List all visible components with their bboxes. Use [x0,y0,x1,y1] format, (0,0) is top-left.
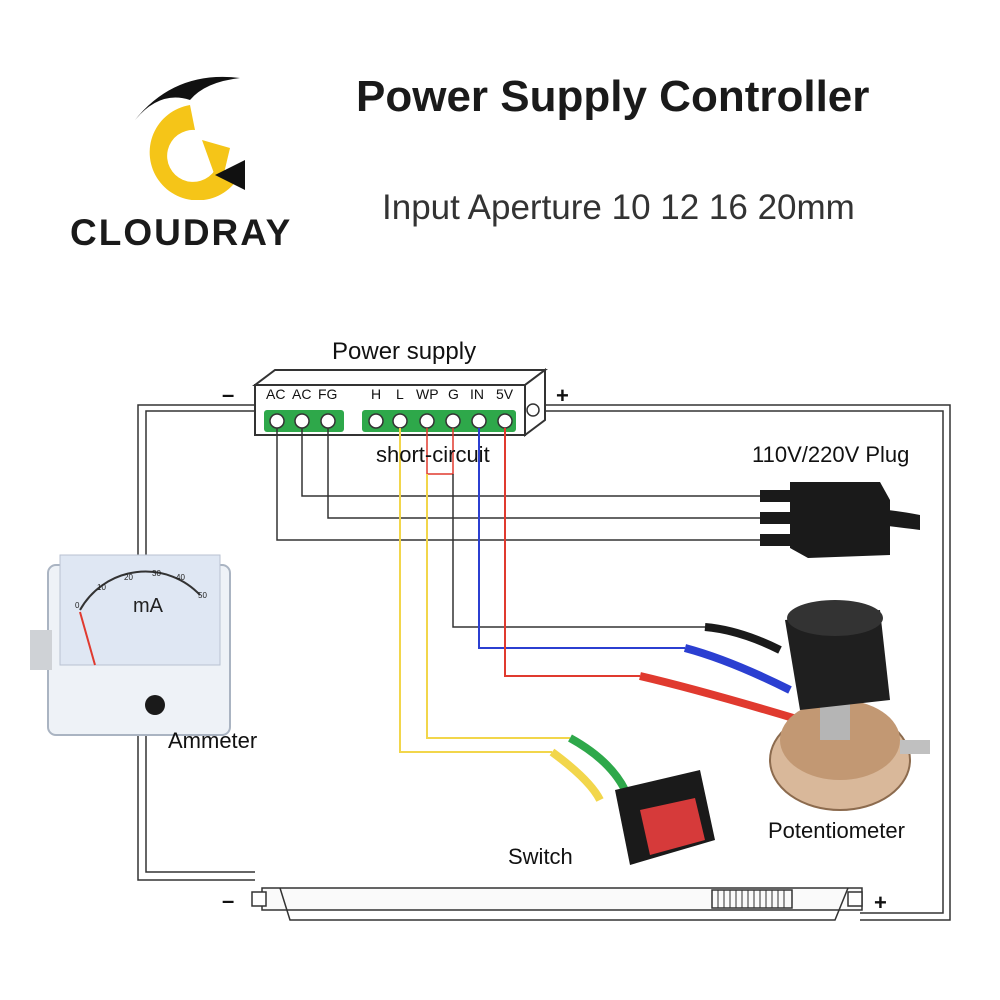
short-circuit-label: short-circuit [376,442,490,467]
scale-tick: 30 [152,569,161,578]
terminal-label-g: G [448,386,459,402]
ground-wire [452,474,705,628]
ps-minus-sign: – [222,382,235,407]
ammeter-unit: mA [133,595,164,617]
tube-plus-sign: + [874,890,887,915]
ammeter-scale: 0 10 20 30 40 50 [75,569,207,610]
tube-coil [717,890,785,908]
potentiometer-icon [639,600,930,811]
brand-name: CLOUDRAY [70,212,293,253]
scale-tick: 10 [97,583,106,592]
switch-icon [549,734,715,865]
switch-label: Switch [508,844,573,869]
terminal-screws [269,413,513,429]
scale-tick: 0 [75,601,80,610]
terminal-label-in: IN [470,386,484,402]
laser-tube-icon [251,887,863,921]
switch-wires [399,428,570,753]
svg-text:mA: mA [133,595,164,617]
in-wire [478,428,685,649]
terminal-label-5v: 5V [496,386,514,402]
terminal-label-wp: WP [416,386,439,402]
5v-wire [504,428,640,677]
cloudray-logo-icon [135,76,245,200]
terminal-label-ac1: AC [266,386,286,402]
terminal-label-h: H [371,386,382,402]
terminal-label-fg: FG [318,386,338,402]
page-subtitle: Input Aperture 10 12 16 20mm [382,188,855,227]
potentiometer-label: Potentiometer [768,818,905,843]
scale-tick: 40 [176,573,185,582]
scale-tick: 50 [198,591,207,600]
ammeter-label: Ammeter [168,728,258,753]
power-supply-label: Power supply [332,338,477,365]
scale-tick: 20 [124,573,133,582]
plug-icon [760,482,920,558]
page-title: Power Supply Controller [356,72,870,121]
terminal-label-l: L [396,386,404,402]
ps-plus-sign: + [556,383,569,408]
terminal-label-ac2: AC [292,386,312,402]
plug-label: 110V/220V Plug [752,442,910,467]
ammeter-icon [30,554,231,736]
ac-wires [276,428,760,541]
short-circuit-wire [426,428,454,475]
tube-minus-sign: – [222,888,235,913]
